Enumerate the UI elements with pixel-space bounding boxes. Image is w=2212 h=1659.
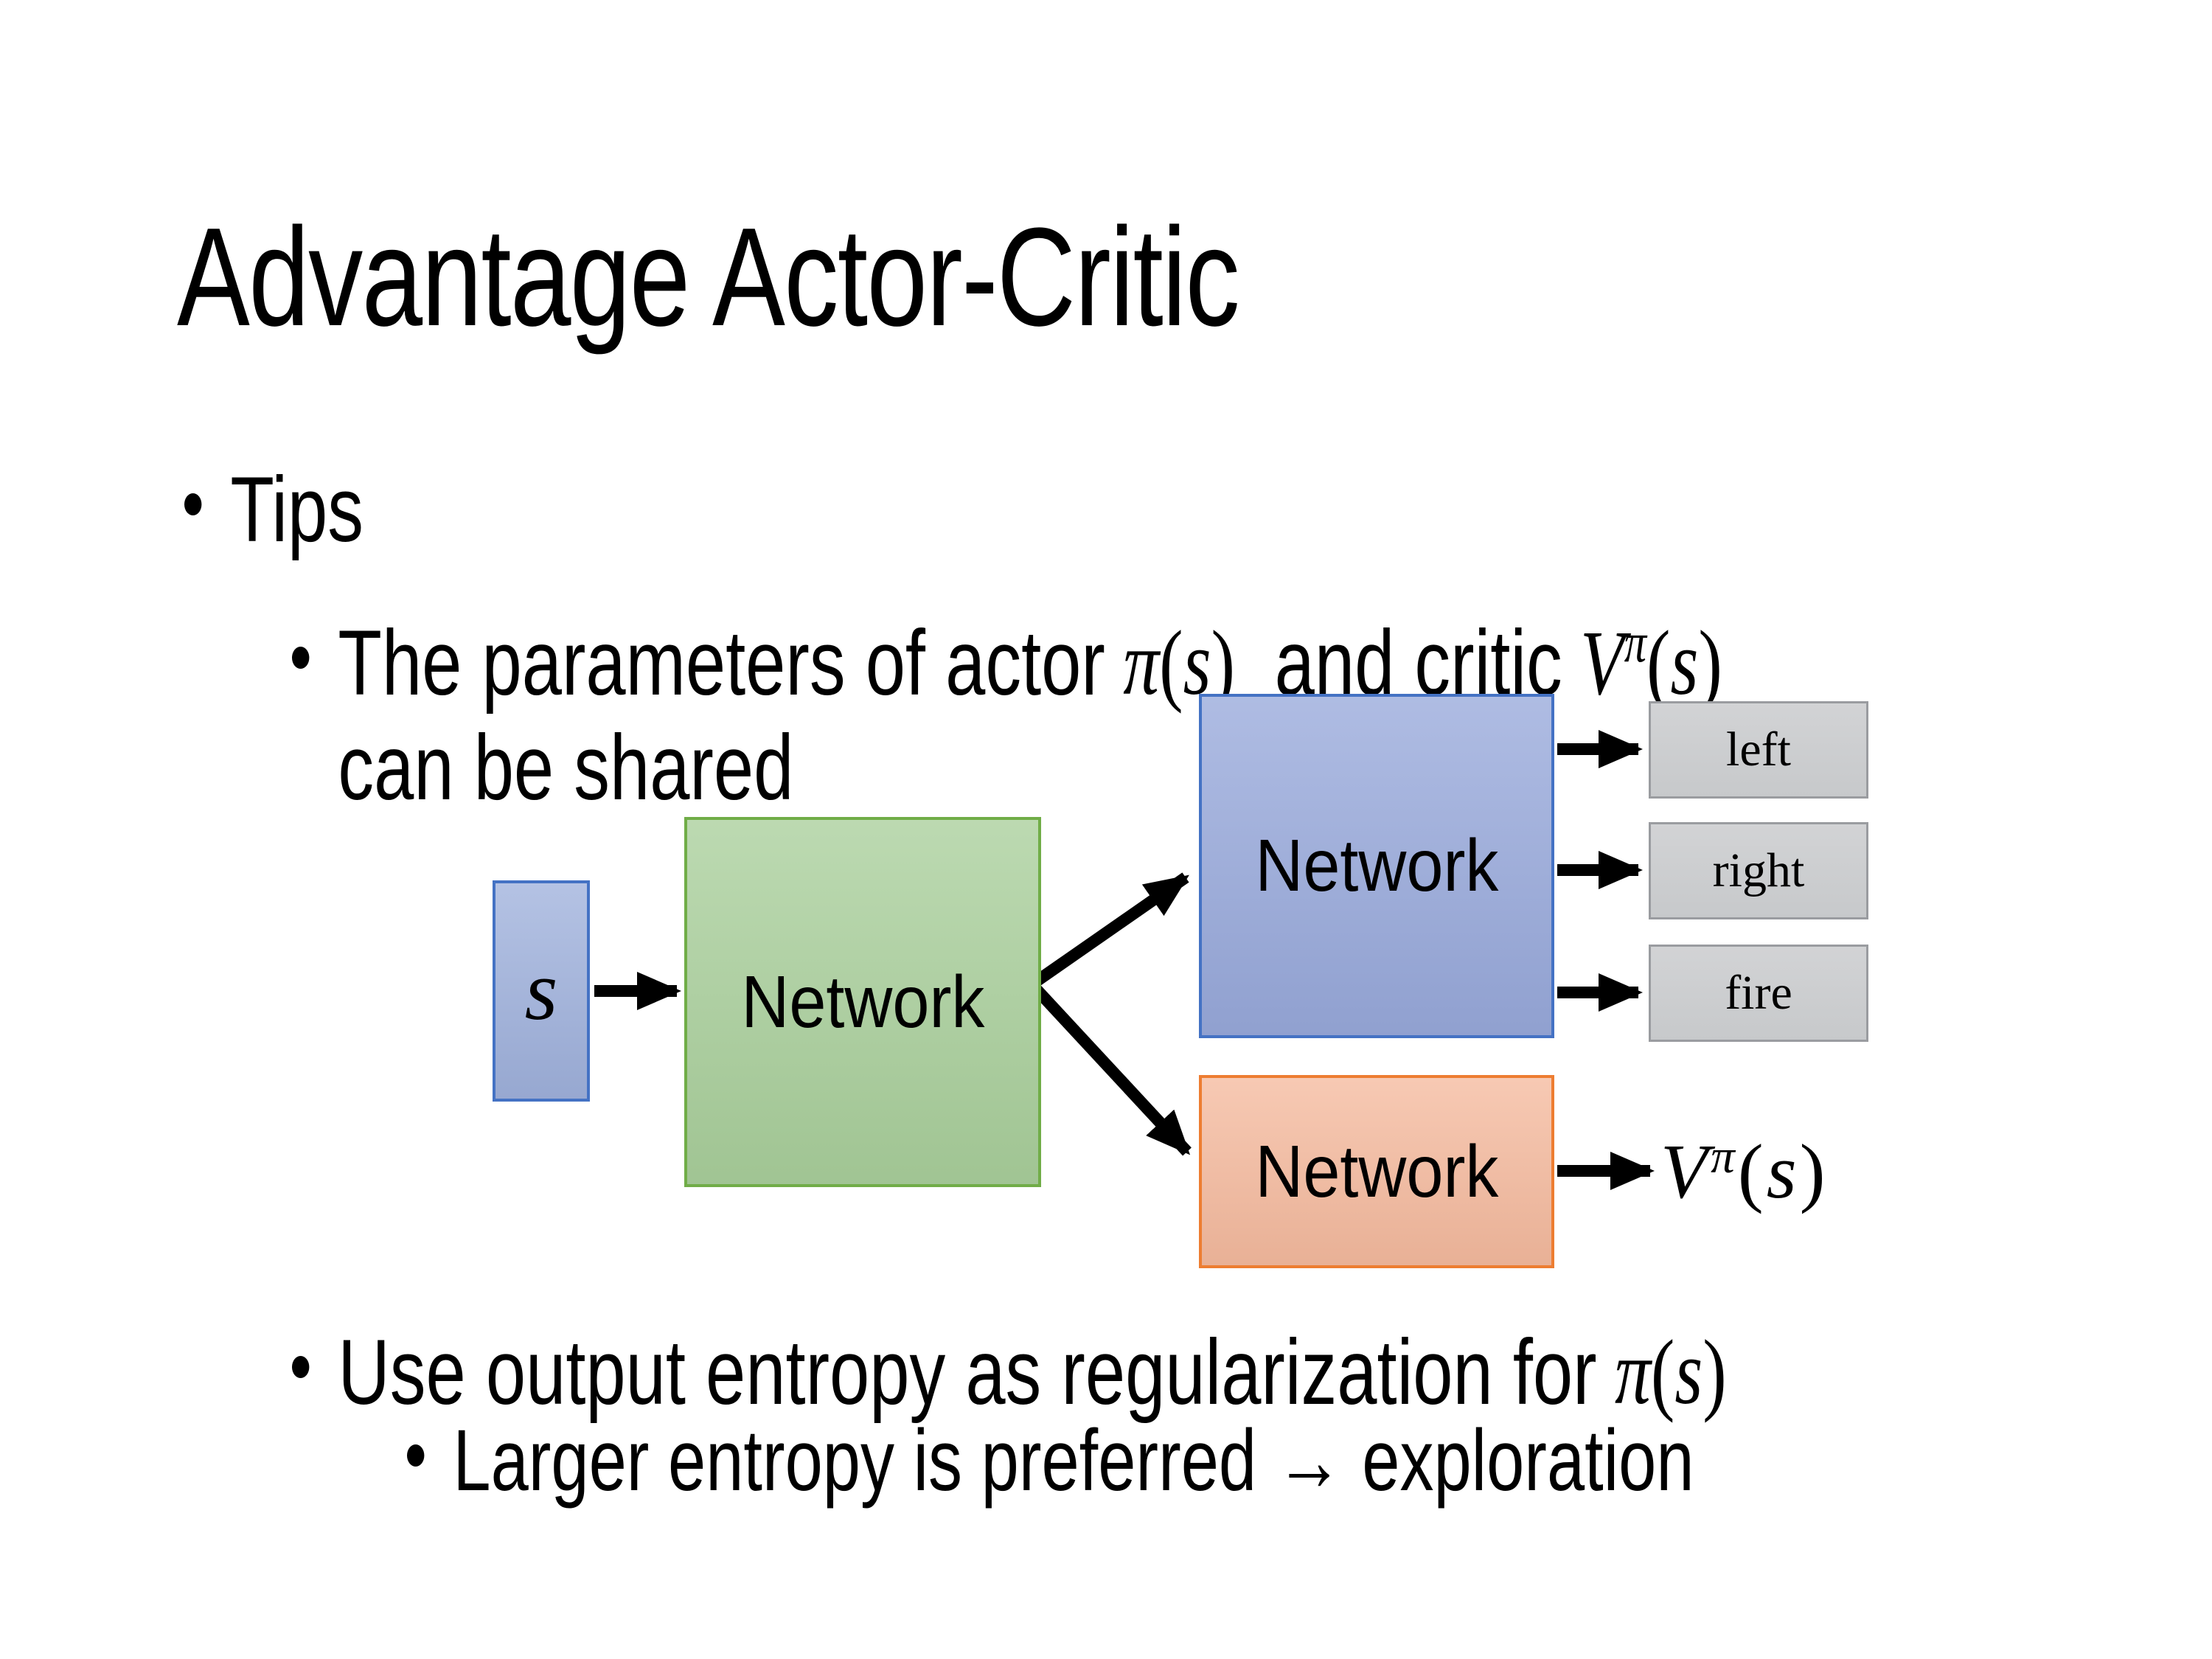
parameters-text: The parameters of actor	[338, 612, 1105, 714]
action-box-fire: fire	[1649, 945, 1868, 1042]
math-paren-open: (	[1650, 1322, 1675, 1424]
action-label-left: left	[1726, 723, 1791, 776]
bullet-line-tips: • Tips	[184, 455, 364, 566]
bullet-dot: •	[407, 1444, 425, 1467]
shared-network-label: Network	[740, 960, 985, 1043]
math-V: V	[1660, 1128, 1711, 1214]
arrow-shared-to-actor-network	[1032, 872, 1189, 987]
math-pi: π	[1614, 1322, 1651, 1424]
state-label: s	[524, 944, 558, 1037]
math-paren-open: (	[1737, 1128, 1767, 1214]
page-title: Advantage Actor-Critic	[177, 199, 1240, 355]
math-paren-close: )	[1698, 613, 1722, 714]
math-pi: π	[1123, 613, 1160, 714]
math-paren-close: )	[1703, 1322, 1727, 1424]
math-s: s	[1670, 613, 1699, 714]
math-s: s	[1674, 1322, 1703, 1424]
larger-entropy-text: Larger entropy is preferred → exploratio…	[453, 1412, 1694, 1509]
actor-network-box: Network	[1199, 694, 1554, 1038]
math-paren-open: (	[1646, 613, 1671, 714]
critic-network-box: Network	[1199, 1075, 1554, 1268]
action-box-right: right	[1649, 822, 1868, 919]
bullet-dot: •	[184, 493, 202, 515]
shared-network-box: Network	[684, 817, 1041, 1187]
bullet-dot: •	[292, 647, 310, 669]
math-paren-close: )	[1799, 1128, 1829, 1214]
bullet-line-can-be-shared: can be shared	[292, 713, 793, 824]
action-label-right: right	[1712, 844, 1805, 897]
tips-label: Tips	[230, 459, 364, 561]
math-pi-superscript: π	[1711, 1130, 1738, 1184]
arrow-shared-to-critic-network	[1031, 984, 1192, 1156]
action-box-left: left	[1649, 701, 1868, 799]
math-s: s	[1766, 1128, 1800, 1214]
bullet-dot: •	[292, 1356, 310, 1378]
bullet-line-entropy: • Use output entropy as regularization f…	[292, 1318, 1727, 1428]
math-V: V	[1580, 613, 1624, 714]
state-input-box: s	[493, 880, 590, 1102]
entropy-text: Use output entropy as regularization for	[338, 1321, 1597, 1424]
can-be-shared-text: can be shared	[338, 717, 794, 819]
math-paren-open: (	[1159, 613, 1183, 714]
critic-network-label: Network	[1254, 1130, 1499, 1213]
critic-value-output: Vπ(s)	[1660, 1127, 1829, 1216]
actor-network-label: Network	[1254, 824, 1499, 907]
action-label-fire: fire	[1725, 966, 1792, 1020]
bullet-line-larger-entropy: • Larger entropy is preferred → explorat…	[407, 1409, 1694, 1514]
math-pi-superscript: π	[1624, 611, 1646, 674]
